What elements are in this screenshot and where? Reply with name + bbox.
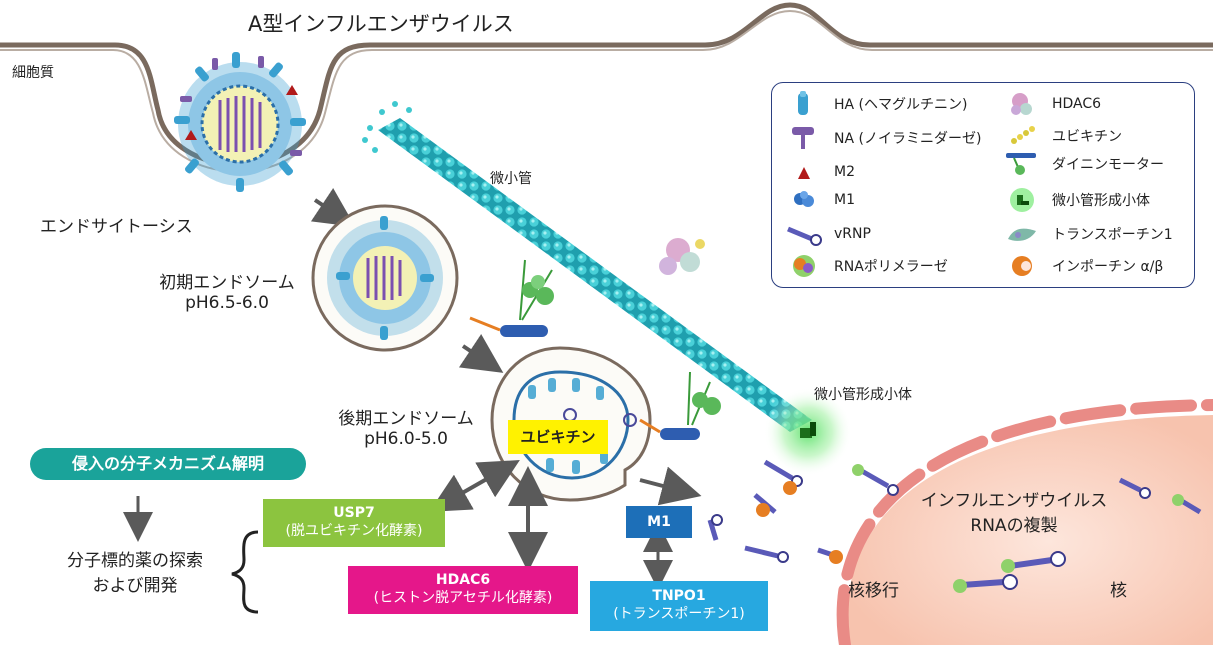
legend-rnapol: RNAポリメラーゼ	[786, 253, 948, 279]
legend-na: NA (ノイラミニダーゼ)	[786, 125, 981, 151]
legend-m1: M1	[786, 187, 855, 213]
curly-brace	[231, 530, 259, 614]
legend-transportin: トランスポーチン1	[1004, 221, 1173, 247]
m1-icon	[794, 191, 814, 207]
diagram-title: A型インフルエンザウイルス	[248, 12, 514, 36]
maturation-arrow	[458, 334, 504, 373]
late-endosome-label: 後期エンドソーム pH6.0-5.0	[338, 409, 474, 449]
legend: HA (ヘマグルチニン) NA (ノイラミニダーゼ) M2 M1 vRNP RN…	[771, 82, 1195, 288]
importin-icon	[1012, 256, 1032, 276]
rna-polymerase-icon	[793, 255, 815, 277]
legend-ubiquitin: ユビキチン	[1004, 123, 1122, 149]
early-endosome-label: 初期エンドソーム pH6.5-6.0	[159, 273, 295, 313]
ubiquitin-box: ユビキチン	[508, 420, 608, 454]
transportin-icon	[1008, 228, 1036, 241]
ha-icon	[798, 91, 808, 115]
legend-importin: インポーチン α/β	[1004, 253, 1163, 279]
ubiquitin-icon	[1011, 126, 1035, 144]
na-icon	[792, 127, 814, 149]
virion	[174, 52, 306, 192]
endocytosis-label: エンドサイトーシス	[40, 217, 193, 237]
dynein-motor-1	[469, 259, 554, 337]
mtoc-icon	[1010, 188, 1034, 212]
microtubule-label: 微小管	[490, 171, 532, 187]
mtoc	[764, 388, 852, 476]
microtubule	[362, 101, 812, 432]
cytoplasm-label: 細胞質	[12, 65, 54, 81]
legend-hdac6: HDAC6	[1004, 91, 1101, 117]
plasma-membrane-inner	[0, 9, 1213, 173]
nucleus-label: 核	[1110, 581, 1127, 601]
hdac6-box: HDAC6 (ヒストン脱アセチル化酵素)	[348, 566, 578, 614]
vrnp-migrating	[707, 459, 1202, 564]
mechanism-pill: 侵入の分子メカニズム解明	[30, 448, 306, 480]
plasma-membrane	[0, 2, 1213, 167]
legend-ha: HA (ヘマグルチニン)	[786, 91, 967, 117]
legend-mtoc: 微小管形成小体	[1004, 187, 1150, 213]
vrnp-icon	[787, 226, 822, 246]
usp7-box: USP7 (脱ユビキチン化酵素)	[263, 499, 445, 547]
nucleus	[836, 399, 1213, 645]
drug-discovery-label: 分子標的薬の探索 および開発	[67, 551, 203, 596]
m1-box: M1	[626, 506, 692, 538]
mtoc-label: 微小管形成小体	[814, 387, 912, 403]
hdac6-protein	[659, 238, 705, 275]
legend-vrnp: vRNP	[786, 221, 871, 247]
dynein-motor-2	[639, 371, 721, 440]
hdac6-icon	[1011, 93, 1032, 115]
early-endosome	[311, 204, 459, 352]
m2-icon	[798, 167, 810, 179]
arrow-usp7-ubiquitin	[429, 460, 520, 512]
dynein-icon	[1006, 153, 1036, 175]
endocytosis-arrow	[310, 188, 356, 227]
replication-label: インフルエンザウイルス RNAの複製	[920, 491, 1108, 536]
vrnp-in-nucleus	[953, 551, 1066, 593]
tnpo1-box: TNPO1 (トランスポーチン1)	[590, 581, 768, 631]
nuclear-import-label: 核移行	[848, 581, 899, 601]
legend-m2: M2	[786, 159, 855, 185]
arrow-endosome-m1	[639, 466, 702, 506]
legend-dynein: ダイニンモーター	[1004, 151, 1164, 177]
